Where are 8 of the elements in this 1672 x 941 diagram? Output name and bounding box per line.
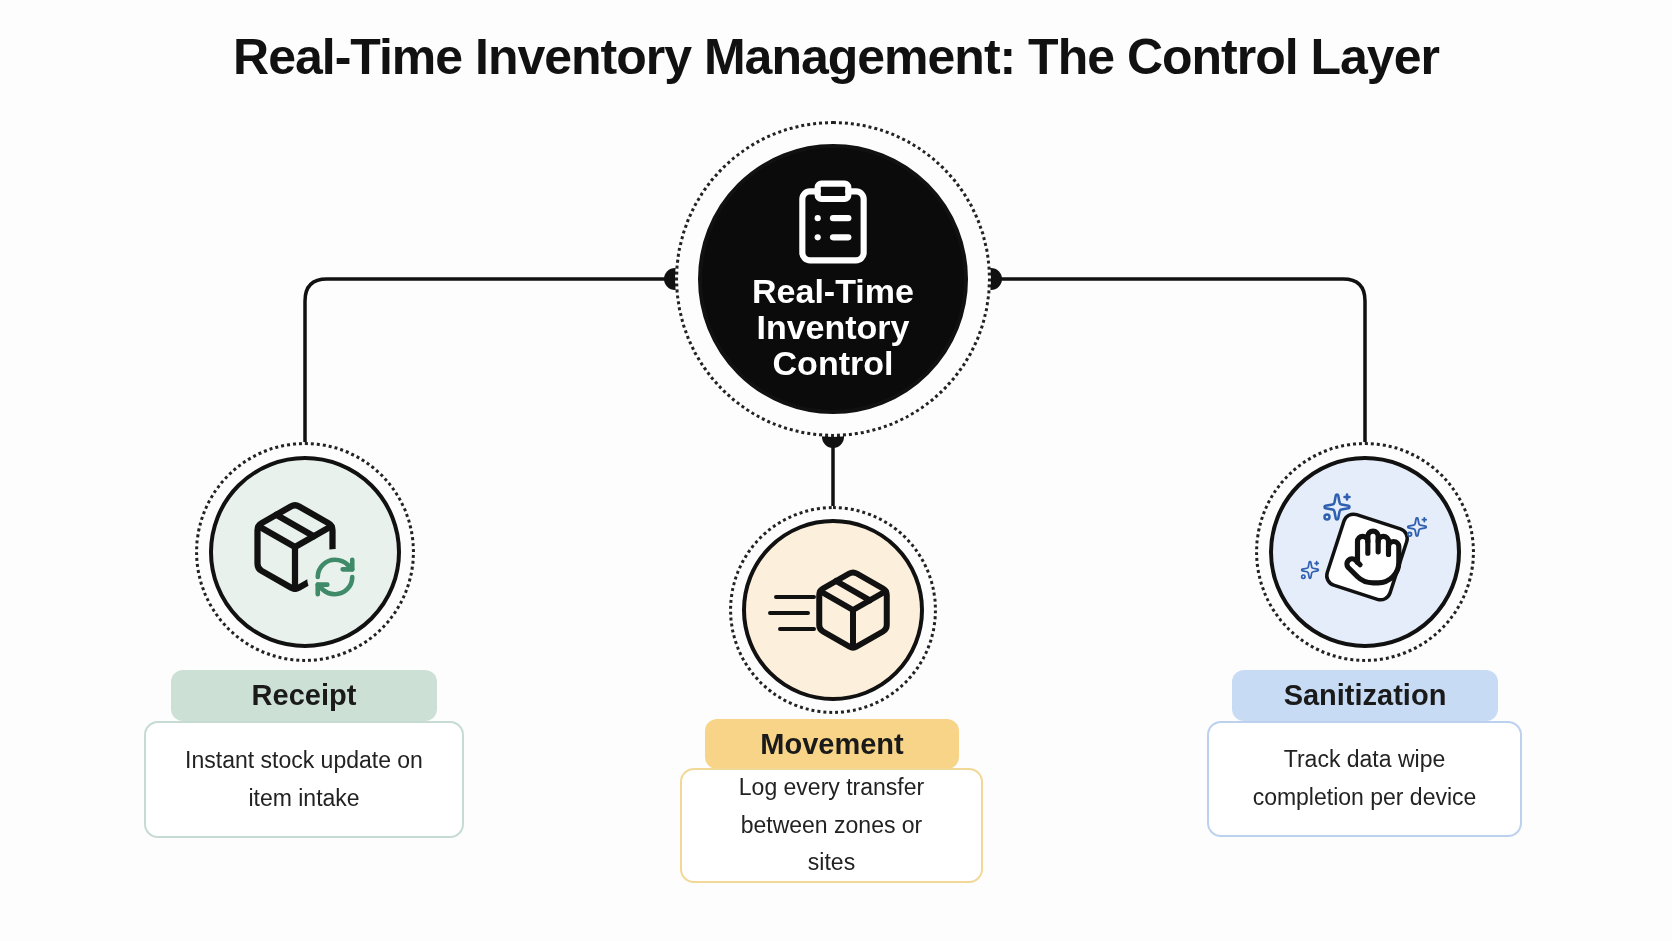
hub-label: Real-Time Inventory Control: [751, 274, 915, 382]
step-title-tag: Receipt: [171, 670, 437, 721]
diagram-title: Real-Time Inventory Management: The Control Layer: [232, 28, 1441, 86]
description-card: Instant stock update on item intake: [144, 721, 464, 838]
step-title-tag: Sanitization: [1232, 670, 1498, 721]
description-card: Log every transfer between zones or sites: [680, 768, 983, 883]
description-card: Track data wipe completion per device: [1207, 721, 1522, 837]
step-title-tag: Movement: [705, 719, 959, 769]
